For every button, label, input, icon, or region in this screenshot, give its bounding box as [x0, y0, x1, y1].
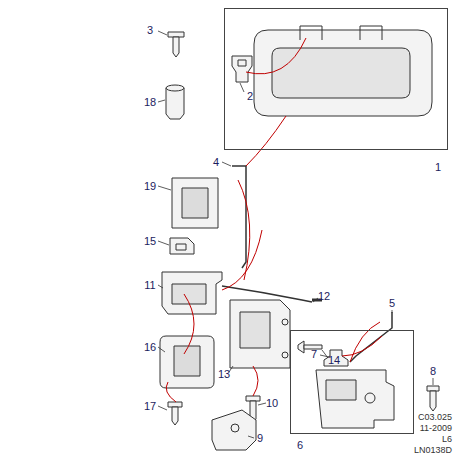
callout-number: 9	[257, 432, 263, 444]
assembly-box: 6	[290, 330, 414, 434]
assembly-box: 1	[224, 8, 448, 150]
callout-number: 8	[430, 365, 436, 377]
callout-number: 7	[311, 348, 317, 360]
callout-number: 1	[435, 161, 441, 173]
callout-number: 2	[247, 90, 253, 102]
callout-number: 12	[318, 290, 330, 302]
callout-number: 6	[297, 439, 303, 451]
callout-number: 17	[144, 400, 156, 412]
callout-number: 4	[213, 156, 219, 168]
callout-number: 16	[144, 341, 156, 353]
drawing-code: L6	[442, 434, 452, 444]
callout-number: 11	[144, 279, 155, 291]
callout-number: 19	[144, 180, 156, 192]
callout-number: 3	[147, 24, 153, 36]
callout-number: 10	[266, 397, 278, 409]
callout-number: 18	[144, 96, 156, 108]
callout-number: 5	[389, 297, 395, 309]
callout-number: 13	[218, 368, 230, 380]
callout-number: 14	[328, 354, 340, 366]
drawing-code: LN0138D	[414, 445, 452, 455]
drawing-code: 11-2009	[420, 423, 452, 433]
callout-number: 15	[144, 235, 156, 247]
drawing-code: C03.025	[418, 412, 452, 422]
